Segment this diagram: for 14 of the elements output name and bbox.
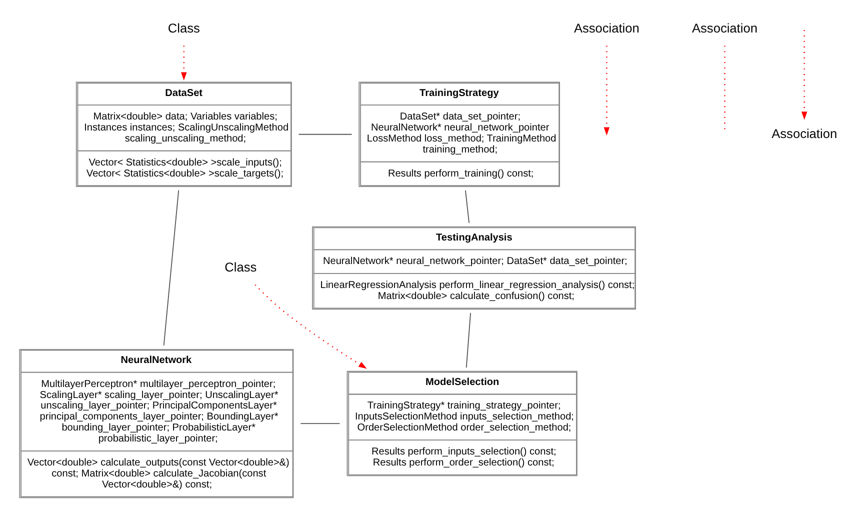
node-text: Association <box>692 20 758 36</box>
connector <box>300 423 340 424</box>
node-text: Class <box>224 259 257 274</box>
arrow <box>801 30 808 120</box>
node-text: Association <box>574 20 640 36</box>
arrow <box>604 46 610 136</box>
node-text: Class <box>168 20 200 36</box>
connector <box>465 190 470 224</box>
arrow <box>181 46 187 81</box>
connector <box>298 134 352 135</box>
arrow <box>254 284 367 369</box>
connector <box>163 190 180 346</box>
node-text: Association <box>772 126 838 141</box>
connector <box>466 312 472 368</box>
